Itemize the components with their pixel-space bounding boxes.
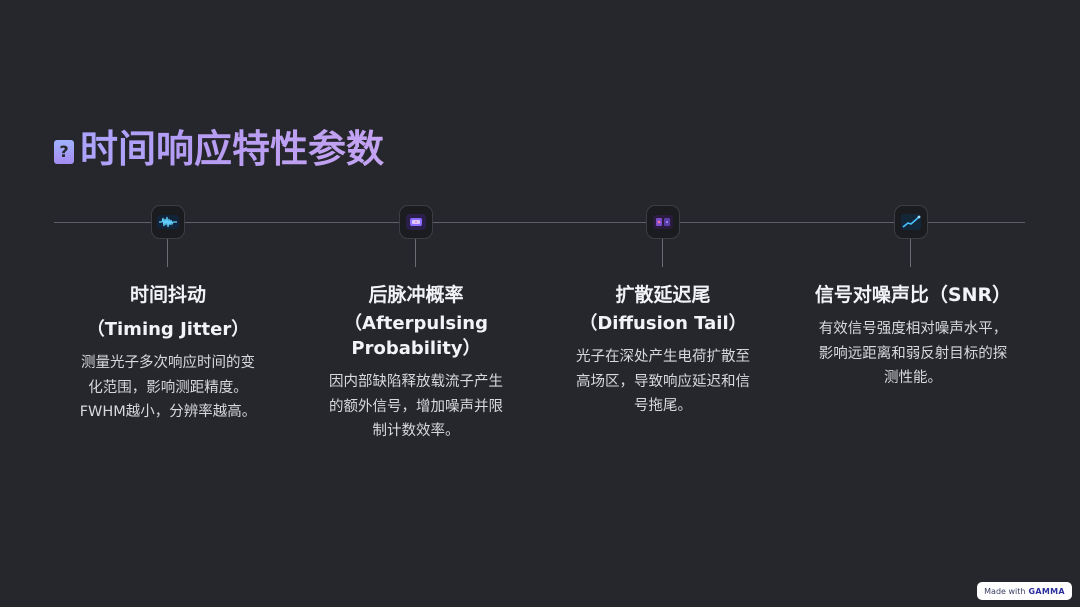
item-description: 测量光子多次响应时间的变化范围，影响测距精度。FWHM越小，分辨率越高。 xyxy=(79,355,257,420)
waveform-icon xyxy=(157,215,179,229)
question-icon: ? xyxy=(54,140,74,164)
made-with-gamma-badge[interactable]: Made with GAMMA xyxy=(977,582,1072,600)
page-title-text: 时间响应特性参数 xyxy=(80,127,385,171)
item-title: 信号对噪声比（SNR） xyxy=(814,284,1012,306)
made-with-label: Made with xyxy=(984,586,1026,596)
timeline-stem-4 xyxy=(910,239,911,267)
item-title: 扩散延迟尾 xyxy=(615,284,711,306)
item-description: 光子在深处产生电荷扩散至高场区，导致响应延迟和信号拖尾。 xyxy=(576,349,750,414)
timeline-node-4 xyxy=(894,205,928,239)
item-subtitle: （Afterpulsing Probability） xyxy=(344,313,488,359)
timeline-node-1 xyxy=(151,205,185,239)
gamma-logo: GAMMA xyxy=(1028,586,1065,596)
item-subtitle: （Diffusion Tail） xyxy=(579,313,747,334)
item-description: 因内部缺陷释放载流子产生的额外信号，增加噪声并限制计数效率。 xyxy=(329,374,503,439)
timeline-line xyxy=(54,222,1025,223)
item-afterpulsing: 后脉冲概率 （Afterpulsing Probability） 因内部缺陷释放… xyxy=(316,283,516,444)
timeline-node-2 xyxy=(399,205,433,239)
item-diffusion-tail: 扩散延迟尾 （Diffusion Tail） 光子在深处产生电荷扩散至高场区，导… xyxy=(563,283,763,419)
item-title: 后脉冲概率 xyxy=(368,284,464,306)
page-title: ? 时间响应特性参数 xyxy=(54,126,384,172)
item-description: 有效信号强度相对噪声水平，影响远距离和弱反射目标的探测性能。 xyxy=(818,321,1008,386)
timeline-stem-3 xyxy=(662,239,663,267)
diffusion-icon xyxy=(653,215,673,229)
timeline-stem-1 xyxy=(167,239,168,267)
item-timing-jitter: 时间抖动 （Timing Jitter） 测量光子多次响应时间的变化范围，影响测… xyxy=(68,283,268,425)
signal-line-icon xyxy=(901,214,921,230)
item-subtitle: （Timing Jitter） xyxy=(86,319,250,340)
timeline-node-3 xyxy=(646,205,680,239)
chip-icon xyxy=(406,214,426,230)
timeline-stem-2 xyxy=(415,239,416,267)
item-title: 时间抖动 xyxy=(129,284,206,306)
item-snr: 信号对噪声比（SNR） 有效信号强度相对噪声水平，影响远距离和弱反射目标的探测性… xyxy=(808,283,1018,391)
